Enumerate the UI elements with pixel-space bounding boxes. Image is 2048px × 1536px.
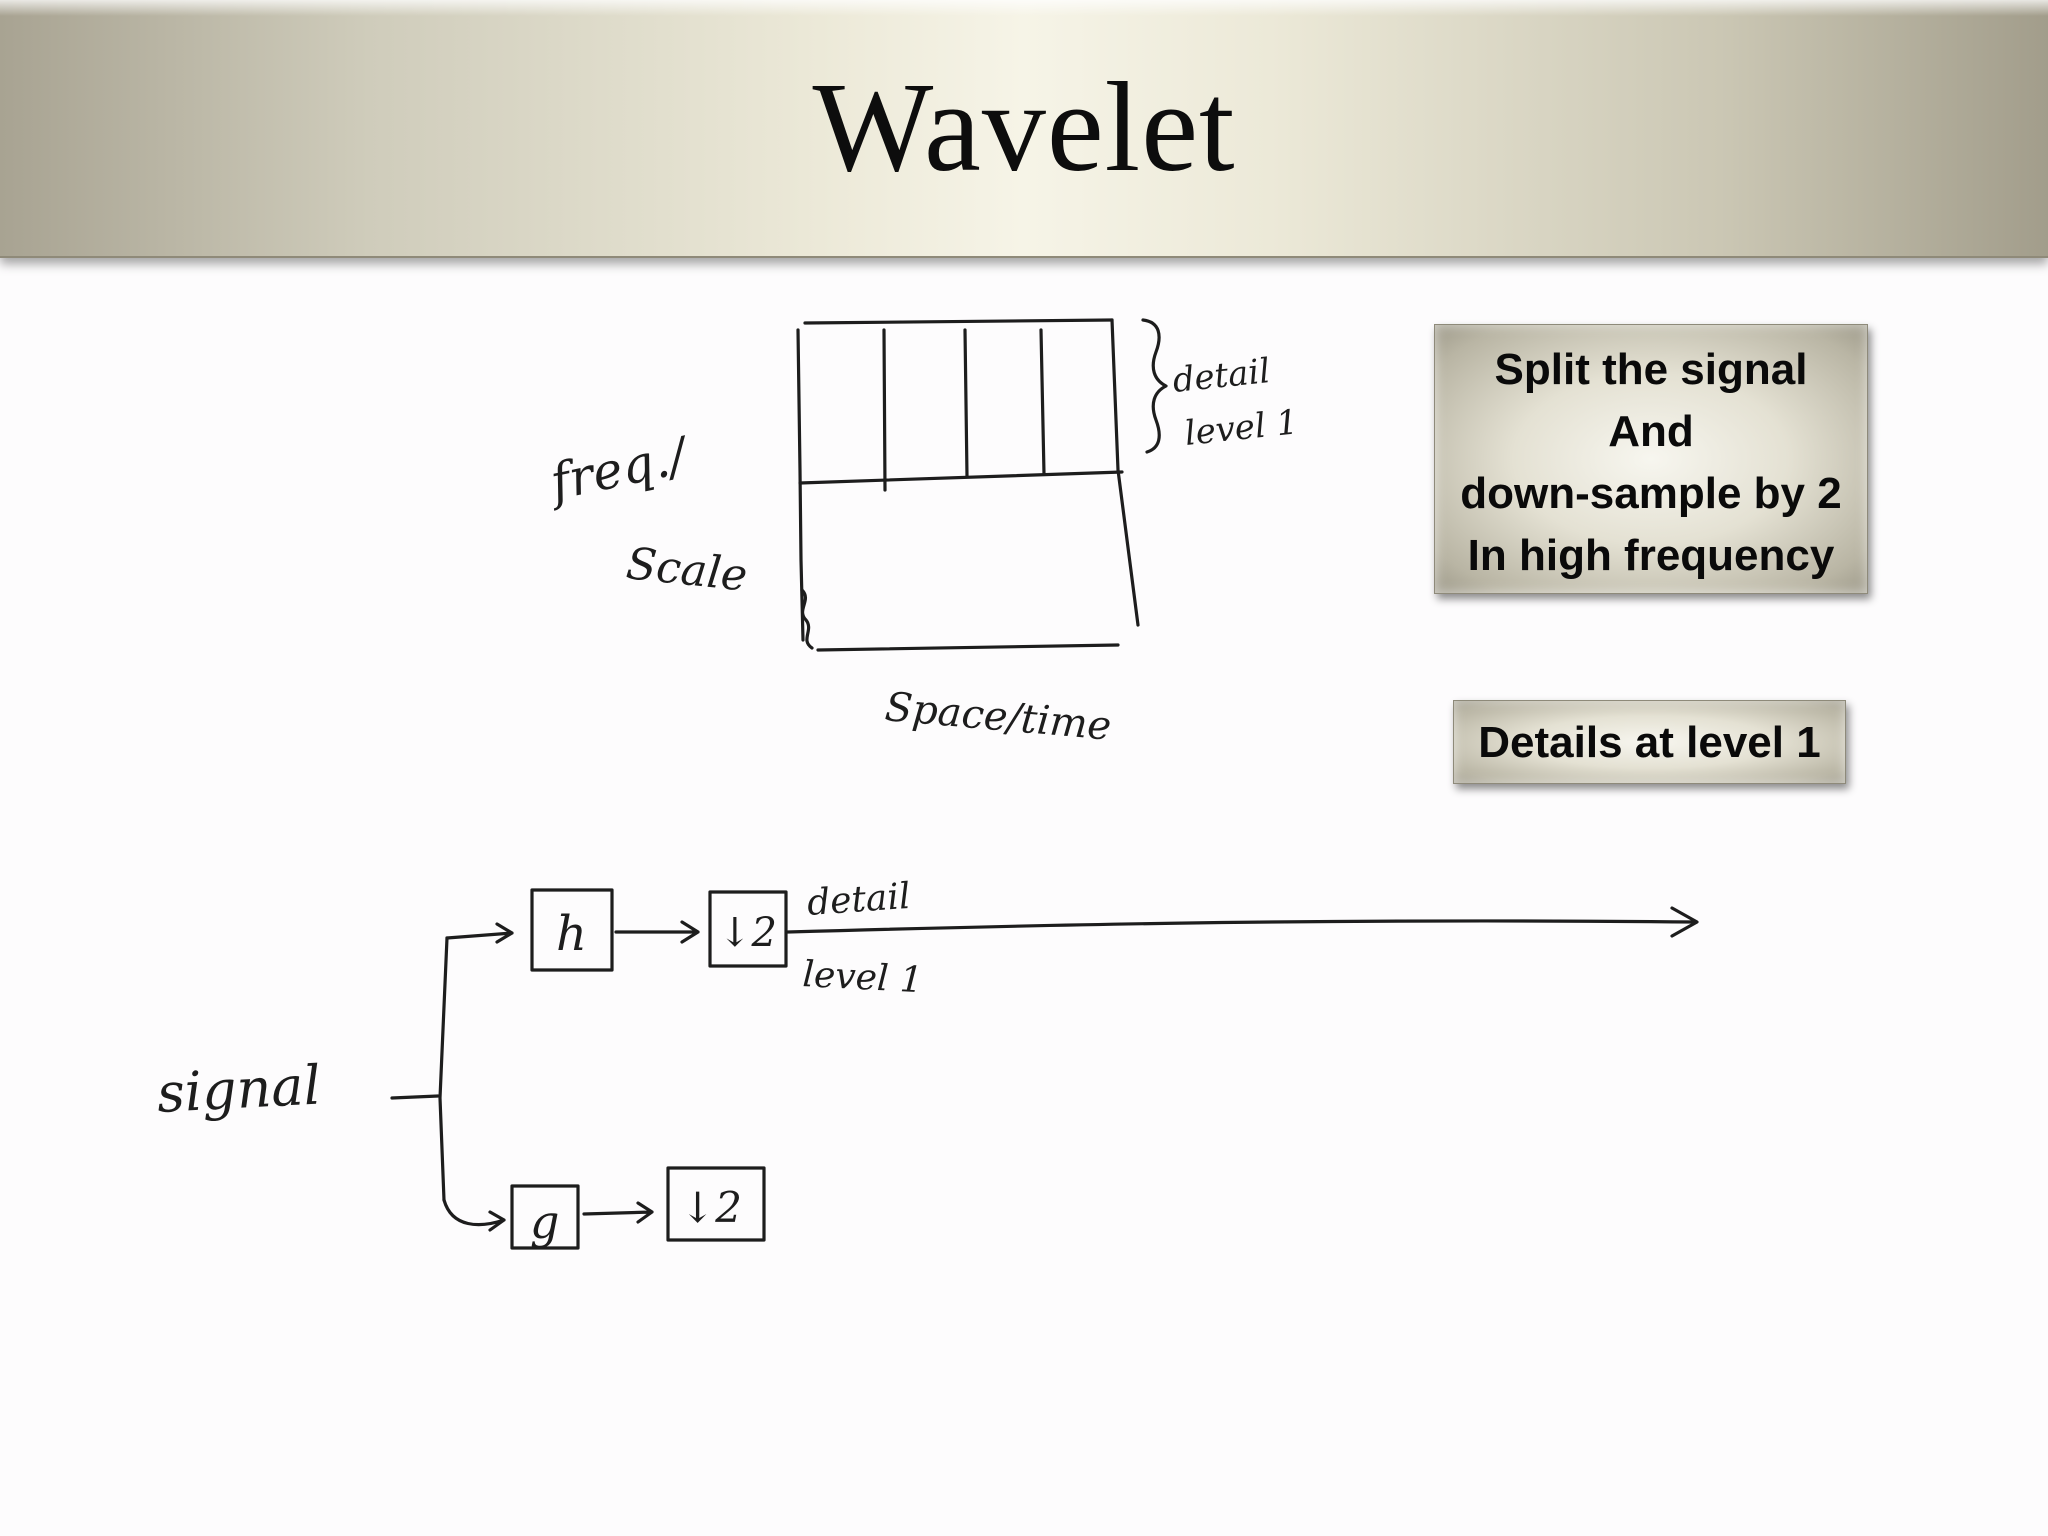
grid-top-edge [803, 318, 1114, 325]
axis-label-space-time: Space/time [883, 684, 1113, 750]
details-callout: Details at level 1 [1453, 700, 1846, 784]
split-vertical-line [438, 936, 449, 1202]
callout-line-3: down-sample by 2 [1460, 469, 1842, 518]
grid-right-edge [1110, 318, 1140, 627]
high-pass-filter-label: h [556, 906, 587, 962]
output-label-detail: detail [806, 876, 912, 924]
grid-time-split-3 [1039, 328, 1046, 476]
branch-bottom-arrow [442, 1198, 506, 1232]
grid-bottom-edge [816, 643, 1120, 652]
downsample-top-label: ↓2 [718, 910, 777, 956]
title-bar: Wavelet [0, 0, 2048, 258]
low-pass-filter-label: g [530, 1195, 559, 1249]
tiling-grid [796, 318, 1140, 652]
callout-line-2: And [1608, 407, 1694, 456]
grid-left-edge [796, 328, 805, 642]
high-pass-filter-box [530, 888, 614, 972]
explanation-callout: Split the signal And down-sample by 2 In… [1434, 324, 1868, 594]
low-pass-filter-box [510, 1184, 580, 1250]
grid-time-split-2 [963, 328, 969, 478]
filter-to-downsample-arrow-top [614, 920, 700, 944]
brace-label-level: level 1 [1183, 402, 1300, 454]
downsample-bottom-label: ↓2 [680, 1183, 742, 1232]
brace-label-detail: detail [1171, 351, 1272, 401]
downsample-top-box [708, 890, 788, 968]
detail-output-arrow [786, 906, 1699, 938]
signal-input-line [390, 1094, 440, 1100]
filter-to-downsample-arrow-bottom [582, 1201, 654, 1224]
grid-time-split-1 [882, 328, 887, 492]
output-label-level: level 1 [802, 954, 924, 1001]
axis-label-scale: Scale [624, 538, 750, 601]
detail-brace [1141, 318, 1168, 454]
filter-bank: signal h ↓2 detail level 1 g ↓2 [155, 876, 1699, 1250]
branch-top-arrow [445, 922, 514, 944]
grid-divider-detail [798, 470, 1124, 485]
slide-title: Wavelet [812, 56, 1236, 198]
signal-label: signal [155, 1053, 322, 1124]
downsample-bottom-box [666, 1166, 766, 1242]
callout-line-4: In high frequency [1467, 531, 1835, 580]
axis-label-frequency: freq./ [542, 426, 696, 513]
grid-corner-squiggle [800, 588, 814, 650]
callout-line-1: Split the signal [1494, 345, 1808, 394]
brace-icon [1141, 318, 1168, 454]
